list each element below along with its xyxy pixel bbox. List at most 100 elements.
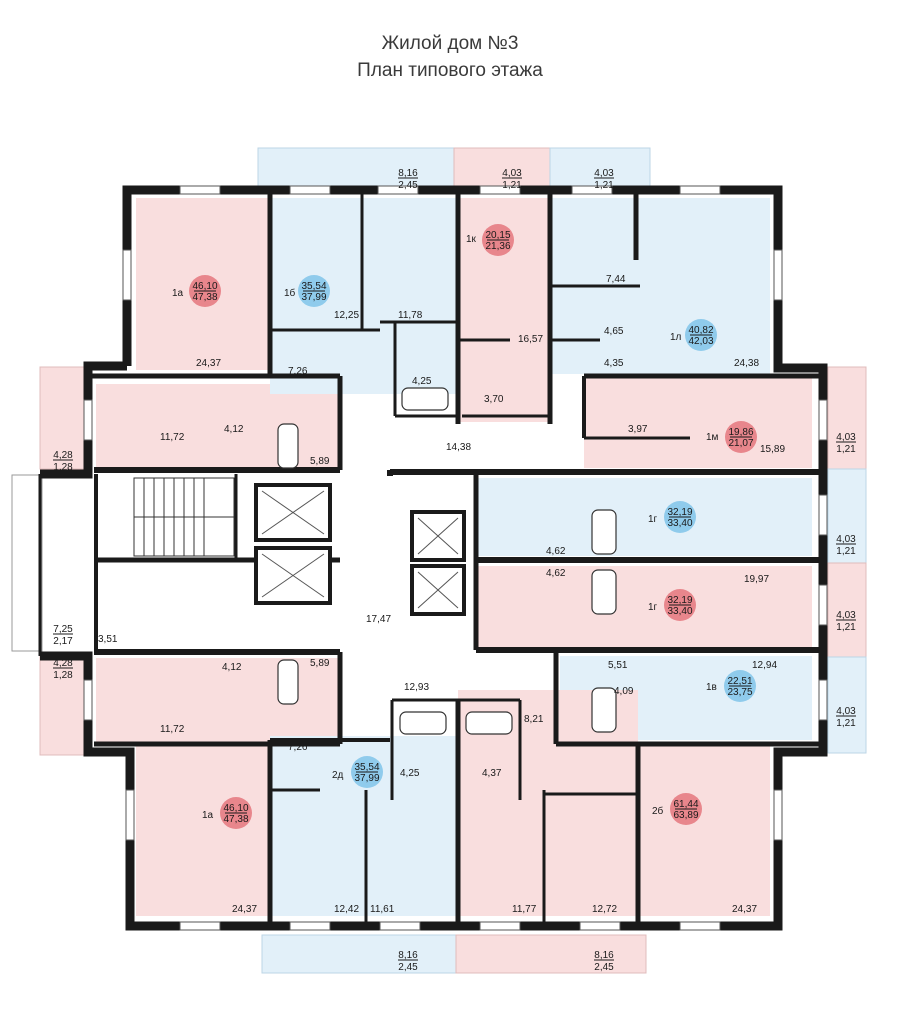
balcony-b10: 4,031,21	[836, 706, 856, 729]
elevator-cross-marks	[261, 490, 459, 609]
svg-text:1,21: 1,21	[836, 546, 856, 557]
svg-text:40,82: 40,82	[688, 325, 713, 336]
room-area: 3,97	[628, 424, 648, 435]
loggia-bottom-left	[261, 934, 457, 974]
apartment-fills	[96, 198, 812, 916]
loggia-left-top	[39, 366, 85, 470]
svg-text:23,75: 23,75	[727, 687, 752, 698]
balcony-b4: 4,281,28	[53, 450, 73, 473]
room-area: 4,25	[400, 768, 420, 779]
svg-text:37,99: 37,99	[354, 773, 379, 784]
room-area: 24,38	[734, 358, 759, 369]
svg-text:1г: 1г	[648, 602, 658, 613]
page-title: Жилой дом №3	[381, 33, 519, 54]
svg-text:2д: 2д	[332, 770, 344, 781]
svg-text:1м: 1м	[706, 432, 719, 443]
room-area: 7,26	[288, 366, 308, 377]
loggia-top-mid	[453, 147, 551, 189]
svg-text:21,36: 21,36	[485, 241, 510, 252]
svg-text:61,44: 61,44	[673, 799, 698, 810]
svg-text:1,21: 1,21	[836, 444, 856, 455]
room-area: 4,25	[412, 376, 432, 387]
room-area: 16,57	[518, 334, 543, 345]
svg-text:21,07: 21,07	[728, 438, 753, 449]
room-area: 3,70	[484, 394, 504, 405]
svg-text:20,15: 20,15	[485, 230, 510, 241]
room-area: 4,37	[482, 768, 502, 779]
room-area: 8,21	[524, 714, 544, 725]
svg-text:1,21: 1,21	[594, 180, 614, 191]
room-area: 11,72	[160, 432, 185, 443]
svg-text:2,45: 2,45	[398, 180, 418, 191]
room-area: 14,38	[446, 442, 471, 453]
svg-text:33,40: 33,40	[667, 606, 692, 617]
svg-text:1,28: 1,28	[53, 670, 73, 681]
balcony-b2: 4,031,21	[502, 168, 522, 191]
svg-text:7,25: 7,25	[53, 624, 73, 635]
svg-text:4,03: 4,03	[594, 168, 614, 179]
room-area: 24,37	[196, 358, 221, 369]
stairs	[133, 477, 235, 557]
svg-text:2,45: 2,45	[594, 962, 614, 973]
loggia-right-1	[827, 366, 867, 470]
svg-text:4,03: 4,03	[836, 706, 856, 717]
svg-text:1г: 1г	[648, 514, 658, 525]
svg-text:1,28: 1,28	[53, 462, 73, 473]
balcony-b8: 7,252,17	[53, 624, 73, 647]
svg-text:46,10: 46,10	[192, 281, 217, 292]
room-area: 11,77	[512, 904, 537, 915]
svg-text:1б: 1б	[284, 287, 296, 299]
svg-text:1,21: 1,21	[836, 622, 856, 633]
loggia-right-4	[827, 656, 867, 754]
balcony-b3: 4,031,21	[594, 168, 614, 191]
room-area: 12,72	[592, 904, 617, 915]
room-area: 4,12	[222, 662, 242, 673]
svg-text:8,16: 8,16	[398, 168, 418, 179]
svg-text:2,45: 2,45	[398, 962, 418, 973]
loggia-top-left	[257, 147, 455, 189]
room-area: 11,72	[160, 724, 185, 735]
balcony-b11: 8,162,45	[398, 950, 418, 973]
room-area: 12,25	[334, 310, 359, 321]
balcony-b1: 8,162,45	[398, 168, 418, 191]
svg-text:33,40: 33,40	[667, 518, 692, 529]
balcony-b9: 4,281,28	[53, 658, 73, 681]
room-area: 5,51	[608, 660, 628, 671]
svg-text:2,17: 2,17	[53, 636, 73, 647]
room-area: 4,65	[604, 326, 624, 337]
svg-text:1л: 1л	[670, 332, 682, 343]
svg-text:8,16: 8,16	[594, 950, 614, 961]
loggia-left-mid	[11, 474, 43, 652]
svg-text:22,51: 22,51	[727, 676, 752, 687]
room-area: 4,62	[546, 568, 566, 579]
room-area: 15,89	[760, 444, 785, 455]
svg-text:46,10: 46,10	[223, 803, 248, 814]
svg-text:1а: 1а	[172, 288, 184, 299]
room-area: 5,89	[310, 456, 330, 467]
room-area: 12,42	[334, 904, 359, 915]
svg-text:8,16: 8,16	[398, 950, 418, 961]
svg-text:63,89: 63,89	[673, 810, 698, 821]
svg-text:4,03: 4,03	[836, 534, 856, 545]
room-area: 4,09	[614, 686, 634, 697]
page-subtitle: План типового этажа	[357, 60, 543, 81]
loggia-right-2	[827, 468, 867, 564]
svg-text:1в: 1в	[706, 682, 717, 693]
room-area: 3,51	[98, 634, 118, 645]
room-area: 19,97	[744, 574, 769, 585]
svg-text:19,86: 19,86	[728, 427, 753, 438]
balcony-b12: 8,162,45	[594, 950, 614, 973]
svg-text:32,19: 32,19	[667, 507, 692, 518]
svg-text:4,28: 4,28	[53, 658, 73, 669]
room-area: 24,37	[732, 904, 757, 915]
room-area: 7,26	[288, 742, 308, 753]
balcony-b7: 4,031,21	[836, 610, 856, 633]
